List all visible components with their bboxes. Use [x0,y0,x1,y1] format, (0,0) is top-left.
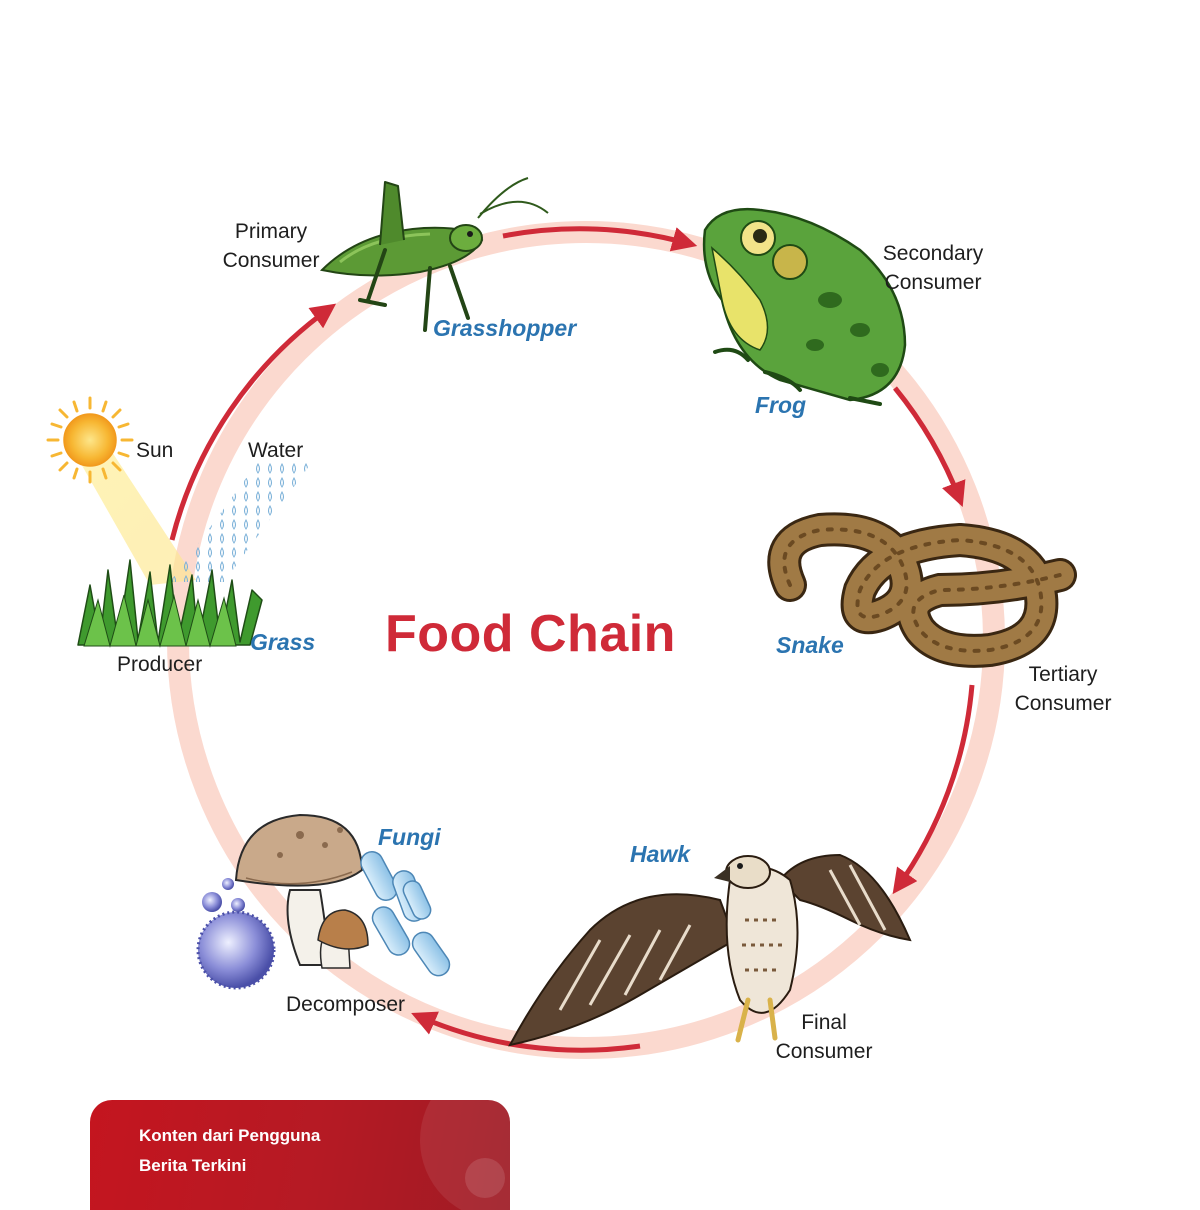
snake-icon [767,512,1077,668]
banner-line-1[interactable]: Konten dari Pengguna [139,1126,321,1145]
diagram-title: Food Chain [385,605,676,663]
frog-icon [702,208,907,406]
fungi-icon [196,813,451,990]
arrow-grasshopper-to-frog [502,226,698,252]
species-snake: Snake [776,632,844,658]
label-water: Water [248,439,304,462]
banner-line-2[interactable]: Berita Terkini [139,1156,247,1175]
species-grasshopper: Grasshopper [433,315,577,341]
label-producer: Producer [117,653,203,676]
arrow-snake-to-hawk [892,684,975,895]
arrow-frog-to-snake [893,386,966,508]
label-primary-consumer: Primary Consumer [222,220,320,272]
species-hawk: Hawk [630,841,691,867]
label-tertiary-consumer: Tertiary Consumer [1014,663,1112,715]
sun-icon [46,396,196,585]
species-frog: Frog [755,392,807,418]
content-banner[interactable]: Konten dari Pengguna Berita Terkini [90,1100,510,1210]
label-secondary-consumer: Secondary Consumer [882,242,984,294]
arrow-grass-to-grasshopper [169,303,337,541]
label-sun: Sun [136,439,174,462]
label-decomposer: Decomposer [286,993,406,1016]
species-fungi: Fungi [378,824,441,850]
grass-icon [77,559,263,648]
hawk-icon [508,853,912,1047]
species-grass: Grass [250,629,316,655]
water-icon [170,462,312,582]
banner-decoration-dot [465,1158,505,1198]
arrow-hawk-to-decomposer [411,1011,641,1053]
grasshopper-icon [319,177,549,332]
label-final-consumer: Final Consumer [775,1011,873,1063]
